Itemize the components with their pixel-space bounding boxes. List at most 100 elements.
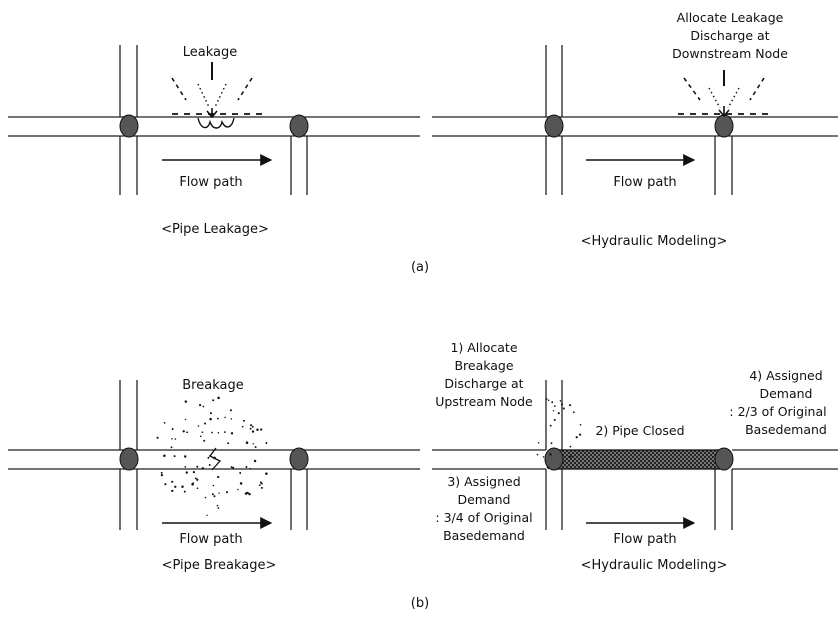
spray-dot xyxy=(171,438,173,440)
spray-dot xyxy=(549,453,552,456)
spray-dot xyxy=(209,417,212,421)
spray-dot xyxy=(223,431,226,434)
breakage-label: Breakage xyxy=(182,378,243,393)
step3-line-3: : 3/4 of Original xyxy=(435,510,532,525)
spray-dot xyxy=(549,424,552,427)
allocate-leakage-line-2: Discharge at xyxy=(690,28,769,43)
allocate-leakage-line-3: Downstream Node xyxy=(672,46,788,61)
spray-dot xyxy=(170,446,173,449)
spray-dot xyxy=(230,418,233,420)
spray-dot xyxy=(560,403,564,406)
spray-dot xyxy=(542,456,545,458)
panel-b-hydraulic-modeling: 1) Allocate Breakage Discharge at Upstre… xyxy=(432,340,838,573)
spray-dot xyxy=(201,467,205,470)
closed-pipe-segment xyxy=(555,449,725,470)
step1-line-3: Discharge at xyxy=(444,376,523,391)
spray-dot xyxy=(559,400,562,402)
panel-a-hydraulic-modeling: Allocate Leakage Discharge at Downstream… xyxy=(432,10,838,249)
leak-ray xyxy=(171,77,187,101)
junction-node xyxy=(289,447,309,471)
spray-dot xyxy=(569,404,572,407)
spray-dot xyxy=(237,488,239,491)
leakage-label: Leakage xyxy=(183,45,238,60)
breakage-spray xyxy=(536,398,582,470)
spray-dot xyxy=(199,404,202,407)
spray-dot xyxy=(261,482,263,485)
step3-line-2: Demand xyxy=(457,492,510,507)
spray-dot xyxy=(164,483,167,486)
spray-dot xyxy=(204,496,207,499)
spray-dot xyxy=(557,412,560,415)
allocate-leakage-line-1: Allocate Leakage xyxy=(677,10,784,25)
spray-dot xyxy=(206,514,208,516)
spray-dot xyxy=(163,422,166,424)
spray-dot xyxy=(254,446,257,449)
spray-dot xyxy=(217,396,220,400)
spray-dot xyxy=(552,410,555,412)
spray-dot xyxy=(553,405,556,407)
spray-dot xyxy=(171,480,174,483)
spray-dot xyxy=(217,475,220,479)
spray-dot xyxy=(181,485,184,489)
spray-dot xyxy=(216,417,219,420)
flow-path-label: Flow path xyxy=(179,175,242,190)
upstream-node xyxy=(544,447,564,471)
spray-dot xyxy=(569,455,572,458)
panel-b-pipe-breakage: Breakage Flow path <Pipe Breakage> xyxy=(8,378,420,573)
step3-line-1: 3) Assigned xyxy=(447,474,520,489)
spray-dot xyxy=(156,436,159,439)
step1-line-4: Upstream Node xyxy=(435,394,533,409)
spray-dot xyxy=(258,484,261,487)
spray-dot xyxy=(572,411,575,414)
spray-dot xyxy=(230,466,233,469)
spray-dot xyxy=(251,425,254,428)
spray-dot xyxy=(174,438,177,440)
flow-path-label: Flow path xyxy=(613,532,676,547)
leak-ray xyxy=(197,83,210,108)
spray-dot xyxy=(252,443,255,445)
breakage-spray xyxy=(156,396,268,516)
spray-dot xyxy=(547,399,550,402)
step4-line-1: 4) Assigned xyxy=(749,368,822,383)
flow-path-label: Flow path xyxy=(179,532,242,547)
spray-dot xyxy=(199,435,202,438)
spray-dot xyxy=(556,468,559,470)
spray-dot xyxy=(569,445,572,448)
spray-dot xyxy=(184,418,187,421)
spray-dot xyxy=(184,400,188,403)
spray-dot xyxy=(196,465,199,468)
spray-dot xyxy=(239,482,243,485)
spray-dot xyxy=(163,454,166,458)
spray-dot xyxy=(160,471,163,474)
spray-dot xyxy=(250,424,252,427)
spray-dot xyxy=(260,428,263,431)
spray-dot xyxy=(213,495,216,498)
spray-dot xyxy=(217,507,220,509)
spray-dot xyxy=(551,401,554,404)
spray-dot xyxy=(265,442,268,444)
step4-line-4: Basedemand xyxy=(745,422,827,437)
junction-node xyxy=(119,447,139,471)
spray-dot xyxy=(196,487,199,490)
spray-dot xyxy=(185,471,188,474)
spray-dot xyxy=(239,472,242,474)
panel-b-label: (b) xyxy=(411,596,429,611)
spray-dot xyxy=(171,489,174,493)
panel-a-label: (a) xyxy=(411,260,429,275)
spray-dot xyxy=(245,466,248,468)
spray-dot xyxy=(227,442,230,445)
spray-dot xyxy=(550,442,553,445)
spray-dot xyxy=(244,492,248,495)
spray-dot xyxy=(251,430,255,433)
spray-dot xyxy=(225,491,229,494)
spray-dot xyxy=(171,428,174,430)
spray-dot xyxy=(579,423,582,426)
spray-dot xyxy=(249,427,252,430)
step4-line-3: : 2/3 of Original xyxy=(729,404,826,419)
spray-dot xyxy=(203,439,206,442)
spray-dot xyxy=(218,492,220,494)
spray-dot xyxy=(256,428,259,432)
downstream-node xyxy=(714,114,734,138)
spray-dot xyxy=(203,422,207,425)
spray-dot xyxy=(192,471,195,474)
